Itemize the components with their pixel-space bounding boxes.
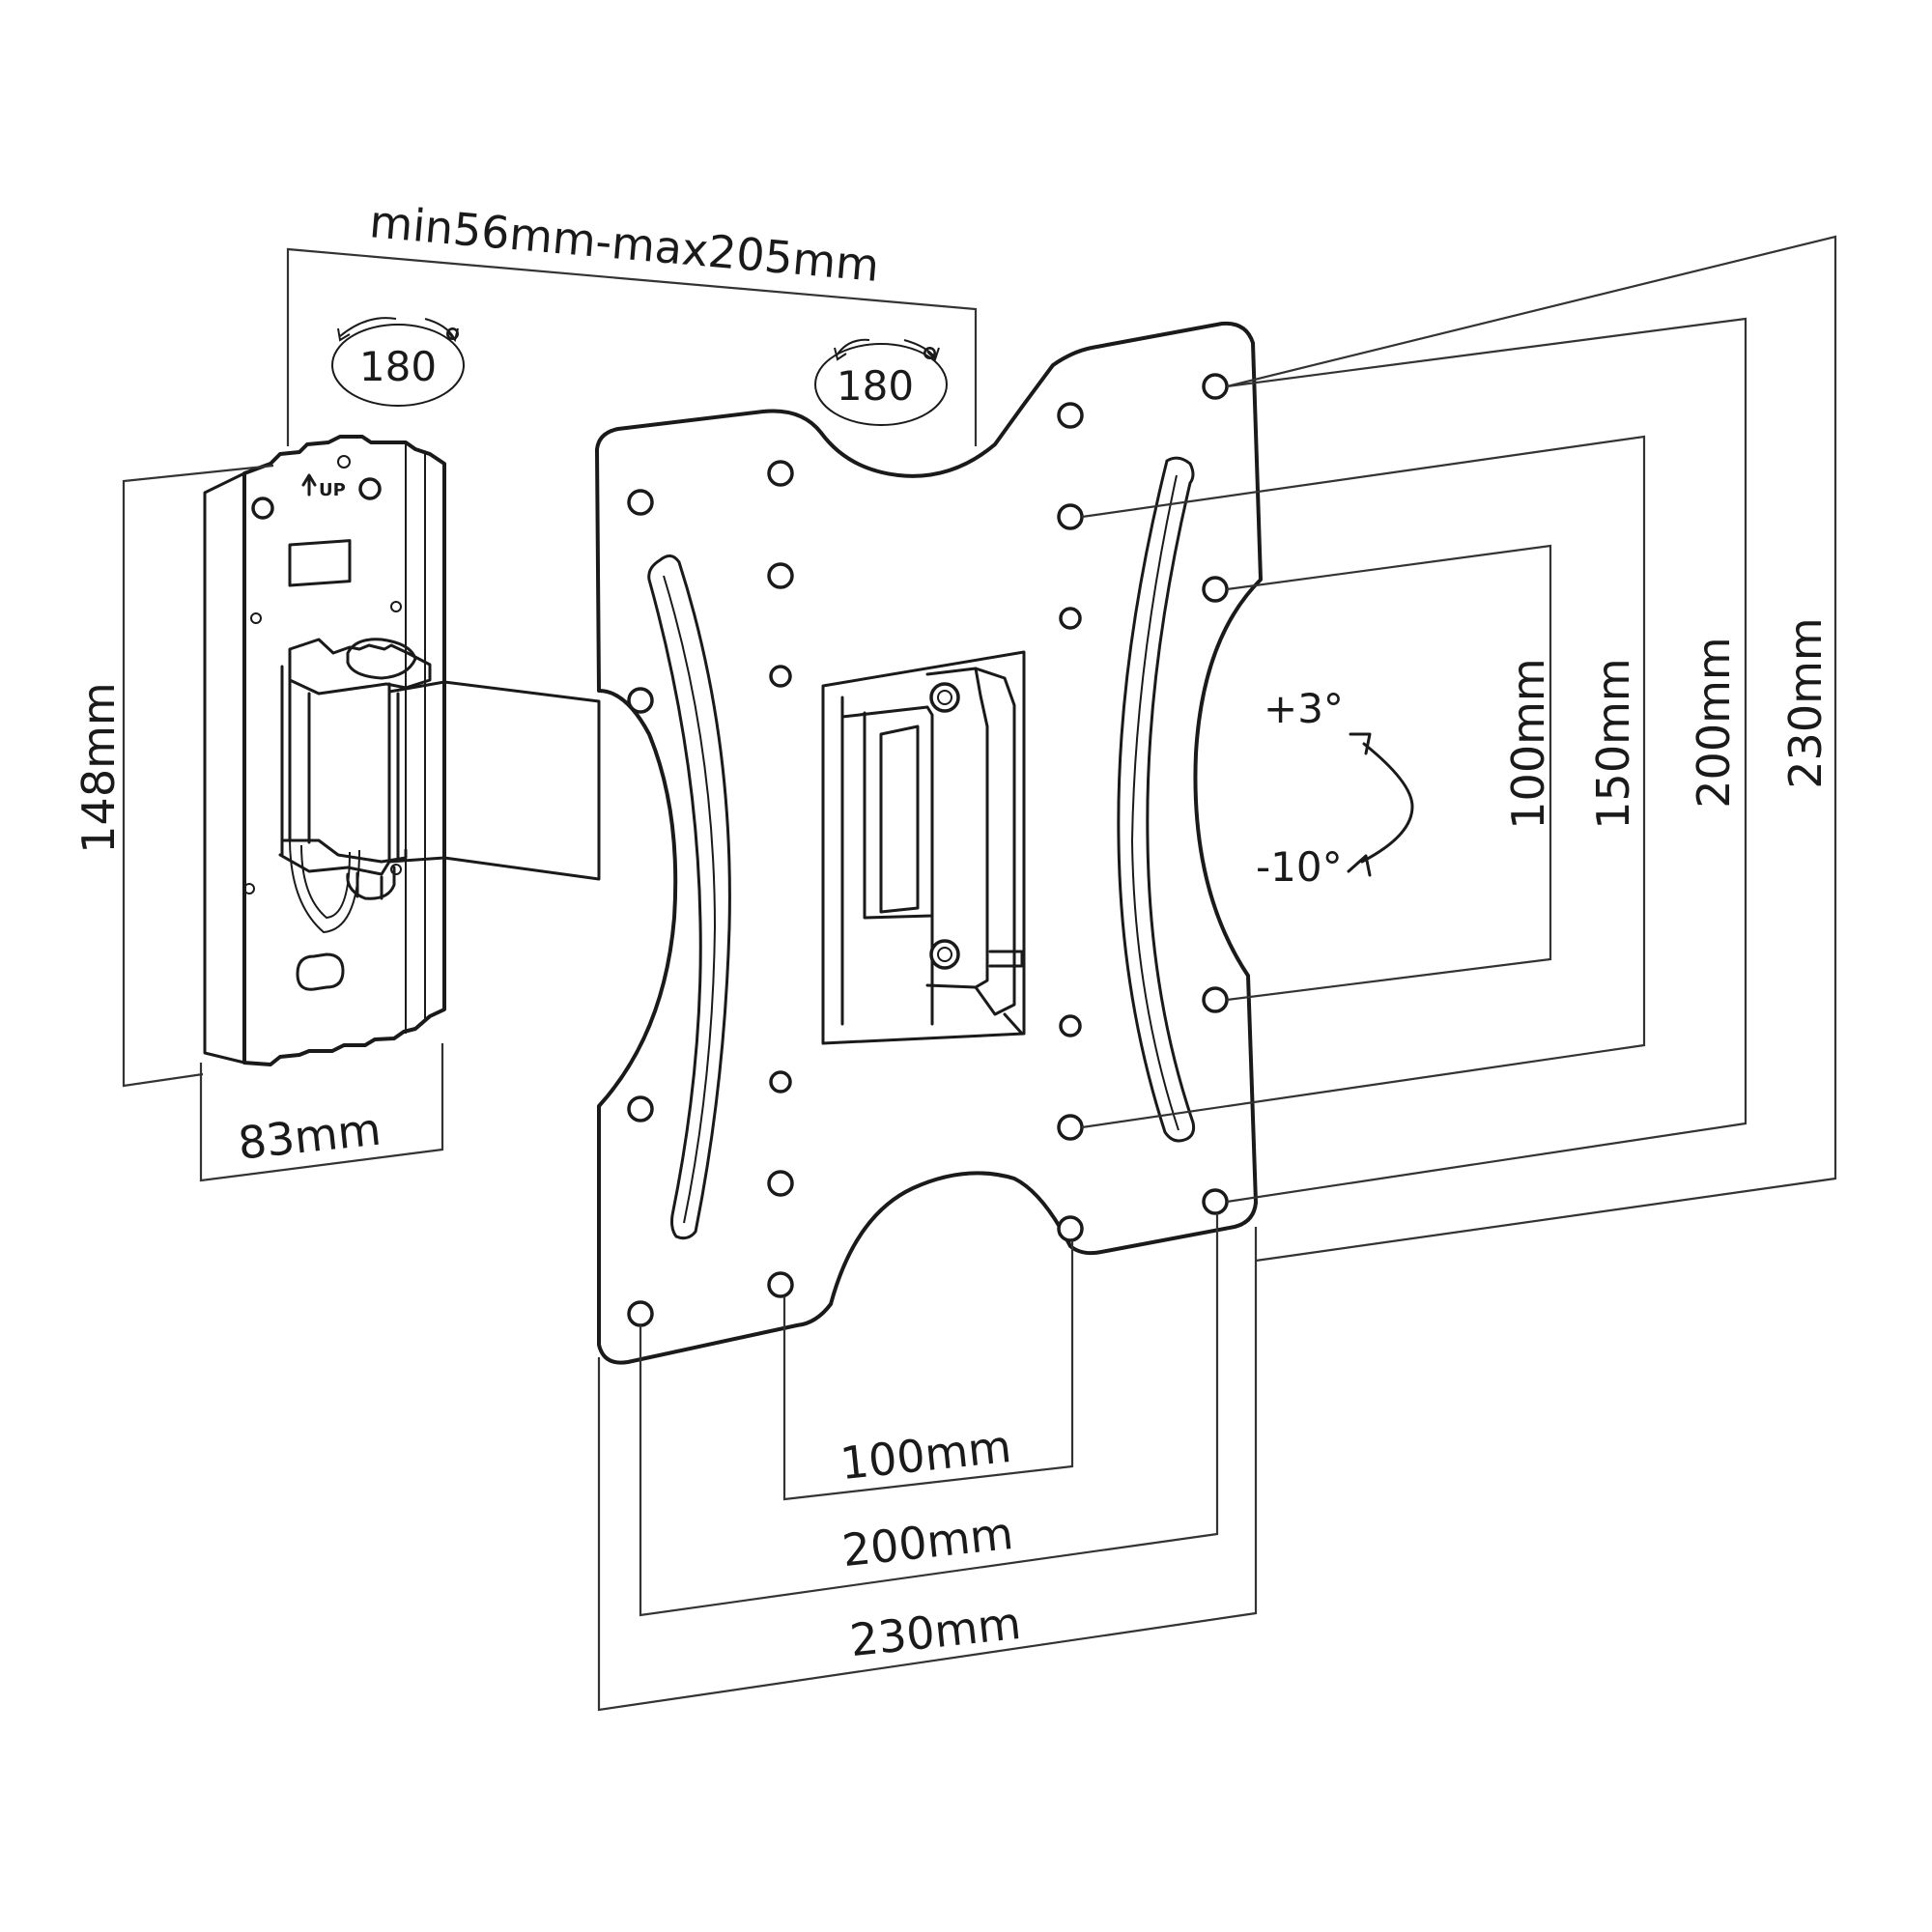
arm-extension-label: min56mm-max205mm: [367, 195, 881, 292]
vesa-vertical-100-label: 100mm: [1502, 658, 1554, 829]
wall-plate-height-label: 148mm: [72, 682, 125, 853]
plate-swivel-angle: 180: [837, 362, 914, 410]
tilt-up-label: +3°: [1264, 685, 1344, 732]
wall-swivel-degree: °: [442, 320, 463, 367]
wall-swivel-angle: 180: [359, 343, 437, 390]
tilt-down-label: -10°: [1256, 843, 1343, 891]
plate-swivel-degree: °: [920, 339, 940, 386]
vesa-vertical-150-label: 150mm: [1587, 658, 1639, 829]
vesa-horizontal-230-label: 230mm: [847, 1597, 1023, 1666]
tilt-indicator: +3° -10°: [1256, 685, 1414, 891]
tv-mounting-plate: [595, 321, 1263, 1365]
dimension-lines: [122, 235, 1837, 1712]
wall-plate: UP: [203, 435, 446, 1066]
wall-plate-up-marking: UP: [319, 480, 346, 500]
vesa-horizontal-100-label: 100mm: [838, 1420, 1013, 1490]
wall-swivel-badge: 180 °: [331, 317, 465, 407]
vesa-vertical-200-label: 200mm: [1688, 637, 1740, 808]
vesa-holes: [627, 373, 1229, 1327]
plate-swivel-badge: 180 °: [814, 338, 948, 426]
swing-arm: [387, 680, 601, 881]
vesa-vertical-230-label: 230mm: [1779, 617, 1832, 788]
